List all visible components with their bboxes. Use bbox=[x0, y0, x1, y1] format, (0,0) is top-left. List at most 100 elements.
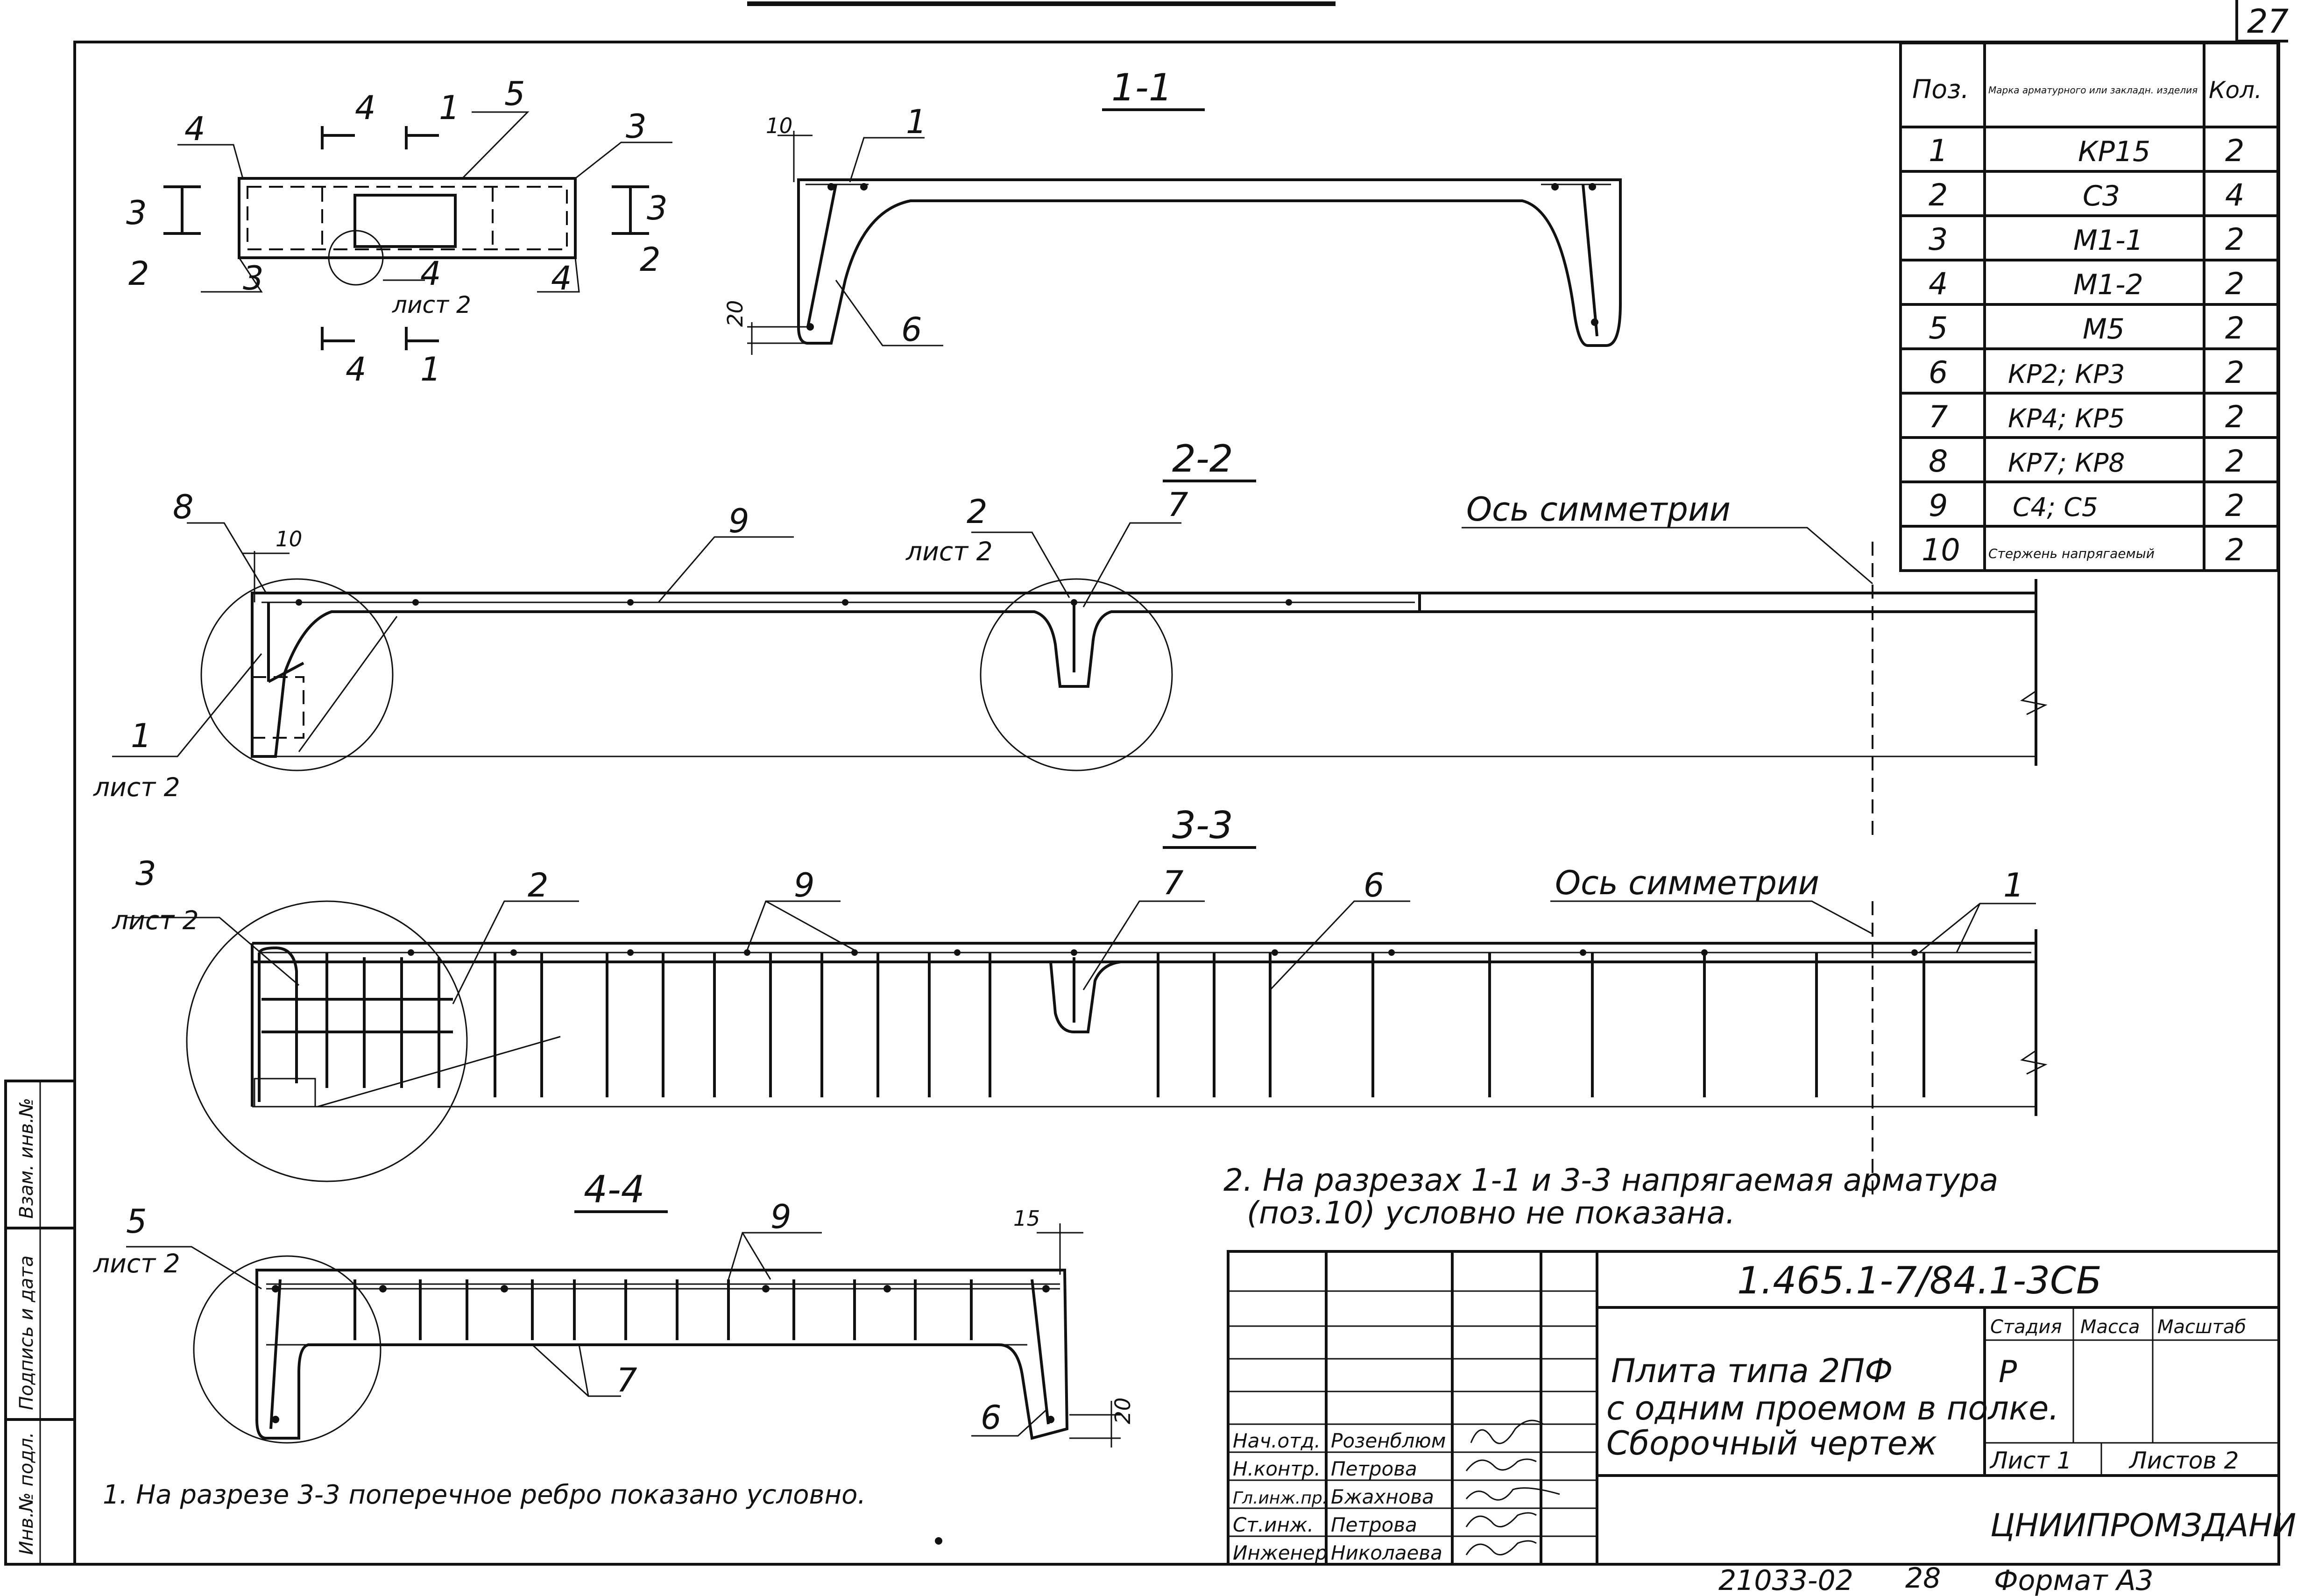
signer-row: Ст.инж. Петрова bbox=[1233, 1513, 1417, 1536]
s22-pos-8: 8 bbox=[173, 488, 194, 526]
s11-pos-6: 6 bbox=[901, 311, 922, 349]
svg-text:6: 6 bbox=[1929, 355, 1948, 390]
s11-dim-20: 20 bbox=[723, 300, 748, 327]
organization: ЦНИИПРОМЗДАНИЙ bbox=[1990, 1507, 2297, 1544]
svg-text:2: 2 bbox=[1929, 178, 1948, 213]
section-3-3: 3-3 bbox=[112, 804, 2048, 1195]
svg-text:2: 2 bbox=[2225, 533, 2244, 568]
section-3-3-title: 3-3 bbox=[1172, 804, 1233, 847]
spec-row: 3 М1-1 2 bbox=[1929, 222, 2244, 257]
spec-row: 9 С4; С5 2 bbox=[1929, 488, 2244, 523]
left-stamp: Инв.№ подл. Подпись и дата Взам. инв.№ bbox=[4, 1080, 76, 1566]
svg-text:9: 9 bbox=[1929, 488, 1948, 523]
svg-text:Нач.отд.: Нач.отд. bbox=[1233, 1429, 1321, 1452]
svg-text:Николаева: Николаева bbox=[1331, 1541, 1442, 1564]
s44-dim-20: 20 bbox=[1110, 1398, 1135, 1424]
signer-row: Инженер Николаева bbox=[1233, 1541, 1442, 1564]
stage-header: Стадия bbox=[1990, 1316, 2062, 1338]
s44-pos-9: 9 bbox=[770, 1198, 792, 1236]
page-number: 27 bbox=[2247, 2, 2289, 41]
svg-text:Бжахнова: Бжахнова bbox=[1331, 1485, 1434, 1508]
note-2-line2: (поз.10) условно не показана. bbox=[1247, 1195, 1735, 1231]
plan-label-left2: 2 bbox=[128, 254, 149, 293]
plan-label-4a: 4 bbox=[355, 89, 376, 127]
title-block: Нач.отд. Розенблюм Н.контр. Петрова Гл.и… bbox=[1227, 1250, 2297, 1566]
footer: 21033-02 28 Формат А3 bbox=[1718, 1562, 2154, 1596]
plan-label-bottom4b: 4 bbox=[551, 259, 572, 297]
svg-text:1: 1 bbox=[1929, 134, 1948, 169]
svg-text:КР7; КР8: КР7; КР8 bbox=[2008, 448, 2125, 478]
svg-text:КР2; КР3: КР2; КР3 bbox=[2008, 359, 2125, 389]
s22-axis: Ось симметрии bbox=[1466, 490, 1731, 529]
svg-text:3: 3 bbox=[1929, 222, 1948, 257]
s33-pos-1: 1 bbox=[2003, 866, 2024, 904]
sheet-frame: 27 bbox=[73, 0, 2289, 1566]
svg-text:2: 2 bbox=[2225, 134, 2244, 169]
svg-text:7: 7 bbox=[1929, 400, 1948, 435]
signer-row: Нач.отд. Розенблюм bbox=[1233, 1429, 1446, 1452]
svg-text:М1-2: М1-2 bbox=[2073, 268, 2143, 301]
stray-mark bbox=[935, 1537, 942, 1545]
section-4-4: 4-4 5 bbox=[93, 1168, 1135, 1448]
svg-text:Инженер: Инженер bbox=[1233, 1541, 1328, 1564]
svg-text:КР15: КР15 bbox=[2078, 135, 2150, 168]
s44-pos-5: 5 bbox=[126, 1202, 147, 1241]
spec-header-mark: Марка арматурного или закладн. изделия bbox=[1988, 85, 2198, 96]
svg-text:2: 2 bbox=[2225, 400, 2244, 435]
plan-label-right2: 2 bbox=[640, 240, 661, 279]
plan-label-3top: 3 bbox=[626, 107, 647, 146]
svg-text:5: 5 bbox=[1929, 311, 1948, 346]
plan-label-bot1: 1 bbox=[420, 350, 441, 388]
plan-label-bottom4a: 4 bbox=[420, 254, 441, 293]
title-line-3: Сборочный чертеж bbox=[1606, 1424, 1937, 1462]
section-4-4-title: 4-4 bbox=[584, 1168, 645, 1211]
s33-stirrups bbox=[325, 953, 1925, 1097]
s11-pos-1: 1 bbox=[906, 103, 927, 141]
svg-text:4: 4 bbox=[1929, 267, 1948, 302]
svg-text:4: 4 bbox=[2225, 178, 2244, 213]
spec-header-pos: Поз. bbox=[1912, 74, 1969, 104]
plan-sheet-ref: лист 2 bbox=[392, 291, 471, 318]
s33-pos-9: 9 bbox=[794, 866, 815, 904]
s22-pos-1: 1 bbox=[131, 717, 152, 755]
sheet-number: Лист 1 bbox=[1989, 1447, 2071, 1474]
section-2-2: 2-2 8 10 9 2 лист 2 7 Ось симмет bbox=[93, 437, 2048, 840]
spec-table: Поз. Марка арматурного или закладн. изде… bbox=[1899, 42, 2279, 572]
stamp-replace-inv: Взам. инв.№ bbox=[16, 1098, 37, 1219]
plan-label-4b: 4 bbox=[184, 110, 205, 148]
svg-text:С4; С5: С4; С5 bbox=[2013, 492, 2098, 522]
spec-row: 7 КР4; КР5 2 bbox=[1929, 400, 2244, 435]
s33-pos-6: 6 bbox=[1364, 866, 1385, 904]
svg-text:Розенблюм: Розенблюм bbox=[1331, 1429, 1446, 1452]
title-line-1: Плита типа 2ПФ bbox=[1611, 1352, 1893, 1390]
s33-ref-3: лист 2 bbox=[112, 905, 199, 935]
footer-page: 28 bbox=[1905, 1562, 1941, 1595]
spec-row: 4 М1-2 2 bbox=[1929, 267, 2244, 302]
svg-text:2: 2 bbox=[2225, 444, 2244, 479]
plan-label-bottom3: 3 bbox=[243, 259, 264, 297]
svg-text:Гл.инж.пр.: Гл.инж.пр. bbox=[1233, 1489, 1328, 1508]
spec-row: 1 КР15 2 bbox=[1929, 134, 2244, 169]
plan-label-left3: 3 bbox=[126, 194, 147, 232]
archive-number: 21033-02 bbox=[1718, 1564, 1853, 1596]
spec-row: 6 КР2; КР3 2 bbox=[1929, 355, 2244, 390]
svg-text:10: 10 bbox=[1922, 533, 1960, 568]
sheet-count: Листов 2 bbox=[2128, 1447, 2239, 1474]
spec-row: 10 Стержень напрягаемый 2 bbox=[1922, 533, 2244, 568]
svg-text:8: 8 bbox=[1929, 444, 1948, 479]
s22-ref-1: лист 2 bbox=[93, 772, 180, 802]
stamp-inv-no: Инв.№ подл. bbox=[16, 1432, 37, 1555]
s33-pos-2: 2 bbox=[528, 866, 549, 904]
svg-text:2: 2 bbox=[2225, 222, 2244, 257]
sheet-format: Формат А3 bbox=[1994, 1564, 2154, 1596]
plan-label-right3: 3 bbox=[647, 189, 668, 227]
note-1: 1. На разрезе 3-3 поперечное ребро показ… bbox=[103, 1480, 866, 1510]
svg-text:М1-1: М1-1 bbox=[2073, 224, 2143, 257]
svg-text:КР4; КР5: КР4; КР5 bbox=[2008, 403, 2125, 433]
s33-pos-3: 3 bbox=[135, 854, 156, 893]
s44-stirrups bbox=[269, 1279, 1050, 1429]
drawing-code: 1.465.1-7/84.1-3СБ bbox=[1737, 1259, 2102, 1302]
plan-label-5: 5 bbox=[504, 75, 525, 113]
s11-dim-10: 10 bbox=[766, 113, 792, 138]
